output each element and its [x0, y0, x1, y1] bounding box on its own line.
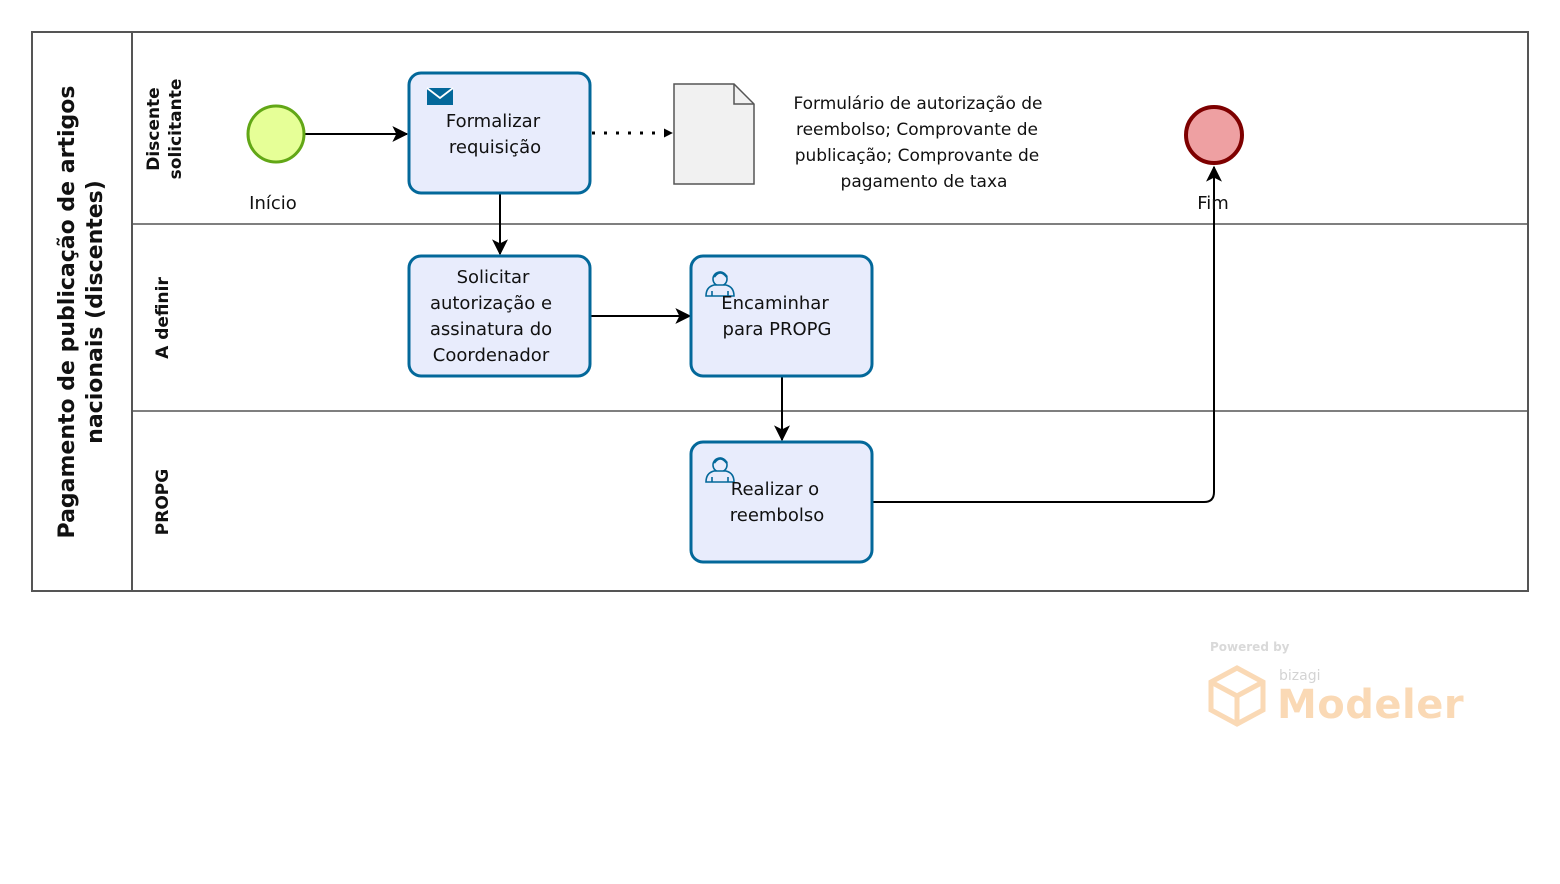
start-event-label: Início — [249, 193, 297, 214]
lane-label-line1: PROPG — [153, 469, 173, 535]
data-object-document[interactable] — [673, 83, 755, 185]
task-encaminhar-para-propg[interactable]: Encaminhar para PROPG — [689, 254, 874, 378]
flow-realizar-to-end — [873, 165, 1222, 503]
task-formalizar-requisicao[interactable]: Formalizar requisição — [407, 71, 592, 195]
task-label-line: Encaminhar — [721, 293, 829, 314]
task-realizar-reembolso[interactable]: Realizar o reembolso — [689, 440, 874, 564]
start-event[interactable] — [246, 104, 306, 164]
envelope-icon — [426, 87, 454, 105]
bizagi-logo-icon — [1208, 665, 1266, 727]
task-label-line: Solicitar — [457, 267, 530, 288]
bizagi-watermark: Powered by bizagi Modeler — [1205, 640, 1465, 735]
task-label-line: requisição — [449, 137, 541, 158]
lane-label-line1: Discente — [144, 87, 164, 170]
end-event[interactable] — [1184, 105, 1244, 165]
lane-label-discente: Discente solicitante — [144, 79, 186, 180]
task-label-line: assinatura do — [430, 319, 552, 340]
lane-label-line2: solicitante — [166, 79, 186, 180]
task-label-line: autorização e — [430, 293, 552, 314]
watermark-product: Modeler — [1277, 682, 1465, 728]
user-icon — [705, 457, 735, 483]
pool-title: Pagamento de publicação de artigos nacio… — [55, 86, 108, 539]
end-event-label: Fim — [1197, 193, 1229, 214]
data-object-label-line: Formulário de autorização de — [793, 94, 1042, 114]
pool-title-line2: nacionais (discentes) — [83, 180, 108, 444]
pool-title-line1: Pagamento de publicação de artigos — [55, 86, 80, 539]
lane-label-propg: PROPG — [153, 469, 173, 535]
user-icon — [705, 271, 735, 297]
task-label-line: reembolso — [730, 505, 825, 526]
task-label-line: Coordenador — [433, 345, 550, 366]
watermark-brand: bizagi — [1279, 668, 1321, 684]
lane-label-line1: A definir — [153, 277, 173, 359]
task-label-line: para PROPG — [723, 319, 832, 340]
data-object-label: Formulário de autorização de reembolso; … — [793, 94, 1042, 192]
task-solicitar-autorizacao[interactable]: Solicitar autorização e assinatura do Co… — [407, 254, 592, 378]
task-label-line: Formalizar — [446, 111, 541, 132]
lane-label-a-definir: A definir — [153, 277, 173, 359]
data-object-label-line: reembolso; Comprovante de — [796, 120, 1038, 140]
data-object-label-line: publicação; Comprovante de — [795, 146, 1040, 166]
watermark-powered-by: Powered by — [1210, 640, 1290, 654]
task-label-line: Realizar o — [731, 479, 819, 500]
data-object-label-line: pagamento de taxa — [841, 172, 1008, 192]
